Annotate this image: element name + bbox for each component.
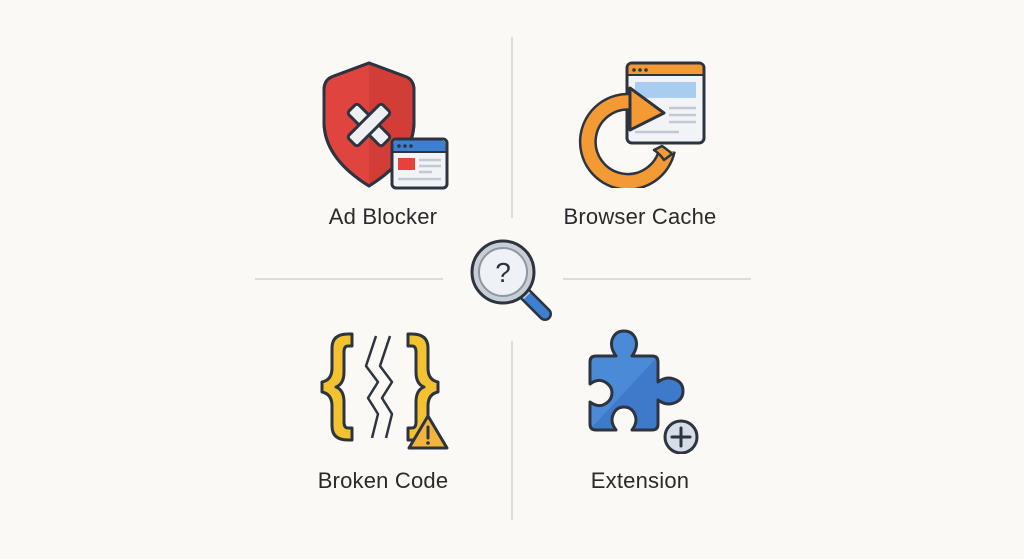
divider-vertical-top	[511, 37, 513, 218]
broken-braces-warning-icon	[320, 332, 449, 450]
label-extension: Extension	[590, 468, 690, 493]
divider-vertical-bottom	[511, 341, 513, 520]
label-browser-cache: Browser Cache	[563, 204, 717, 229]
question-mark: ?	[495, 257, 511, 288]
shield-x-browser-icon	[322, 61, 449, 190]
label-ad-blocker: Ad Blocker	[328, 204, 438, 229]
refresh-browser-icon	[578, 61, 706, 188]
magnifier-question-icon: ?	[470, 239, 552, 321]
divider-horizontal-right	[563, 278, 751, 280]
puzzle-plus-icon	[588, 329, 699, 454]
divider-horizontal-left	[255, 278, 443, 280]
label-broken-code: Broken Code	[317, 468, 449, 493]
